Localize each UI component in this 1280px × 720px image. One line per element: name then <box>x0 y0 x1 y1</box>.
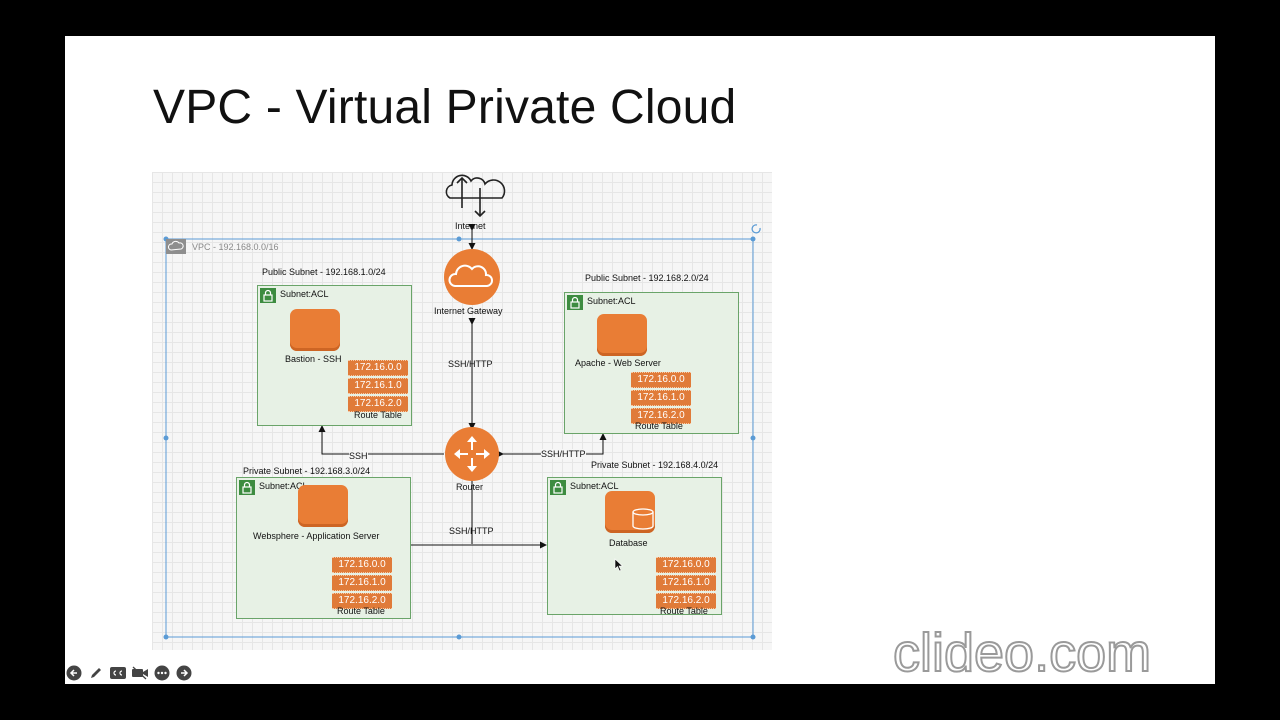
diagram-canvas: Internet VPC - 192.168.0.0/16 Internet G… <box>152 172 772 650</box>
subnet-title: Public Subnet - 192.168.2.0/24 <box>585 273 709 283</box>
route-entry: 172.16.1.0 <box>656 575 716 591</box>
slide-title: VPC - Virtual Private Cloud <box>153 81 737 134</box>
lock-icon <box>550 480 566 495</box>
lock-icon <box>567 295 583 310</box>
internet-cloud-icon <box>445 174 506 218</box>
route-entry: 172.16.1.0 <box>348 378 408 394</box>
subnet-private-4: Subnet:ACL Database 172.16.0.0 172.16.1.… <box>547 477 722 616</box>
route-table-label: Route Table <box>635 421 683 431</box>
ec2-instance-icon <box>597 314 647 356</box>
route-table: 172.16.0.0 172.16.1.0 172.16.2.0 <box>332 557 392 611</box>
internet-gateway-icon <box>444 249 500 305</box>
route-table-label: Route Table <box>660 606 708 616</box>
lock-icon <box>239 480 255 495</box>
subnet-private-3: Subnet:ACL Websphere - Application Serve… <box>236 477 411 619</box>
route-entry: 172.16.1.0 <box>631 390 691 406</box>
route-table-label: Route Table <box>354 410 402 420</box>
more-icon[interactable] <box>153 664 171 682</box>
internet-label: Internet <box>455 221 486 231</box>
pen-icon[interactable] <box>87 664 105 682</box>
instance-label: Bastion - SSH <box>285 354 342 364</box>
subnet-acl-label: Subnet:ACL <box>587 296 636 306</box>
instance-label: Apache - Web Server <box>575 358 661 368</box>
route-table-label: Route Table <box>337 606 385 616</box>
route-entry: 172.16.0.0 <box>631 372 691 388</box>
subnet-public-1: Subnet:ACL Bastion - SSH 172.16.0.0 172.… <box>257 285 412 426</box>
route-table: 172.16.0.0 172.16.1.0 172.16.2.0 <box>348 360 408 414</box>
edge-label-ssh: SSH <box>349 451 368 461</box>
video-off-icon[interactable] <box>131 664 149 682</box>
igw-label: Internet Gateway <box>434 306 503 316</box>
subnet-acl-label: Subnet:ACL <box>259 481 308 491</box>
edge-label-igw-router: SSH/HTTP <box>448 359 493 369</box>
forward-icon[interactable] <box>175 664 193 682</box>
subnet-acl-label: Subnet:ACL <box>280 289 329 299</box>
route-entry: 172.16.0.0 <box>332 557 392 573</box>
router-icon <box>445 427 499 481</box>
subnet-public-2: Subnet:ACL Apache - Web Server 172.16.0.… <box>564 292 739 434</box>
back-icon[interactable] <box>65 664 83 682</box>
route-entry: 172.16.2.0 <box>332 593 392 609</box>
mouse-cursor-icon <box>614 558 624 572</box>
route-entry: 172.16.0.0 <box>348 360 408 376</box>
router-label: Router <box>456 482 484 492</box>
edge-label-app-db: SSH/HTTP <box>449 526 494 536</box>
subnet-title: Public Subnet - 192.168.1.0/24 <box>262 267 386 277</box>
instance-label: Database <box>609 538 648 548</box>
ec2-instance-icon <box>290 309 340 351</box>
vpc-label: VPC - 192.168.0.0/16 <box>192 242 279 252</box>
database-icon <box>605 491 655 533</box>
route-table: 172.16.0.0 172.16.1.0 172.16.2.0 <box>631 372 691 426</box>
presentation-toolbar <box>65 664 193 682</box>
instance-label: Websphere - Application Server <box>253 531 380 541</box>
subnet-title: Private Subnet - 192.168.4.0/24 <box>591 460 719 470</box>
route-entry: 172.16.1.0 <box>332 575 392 591</box>
edge-label-apache: SSH/HTTP <box>541 449 586 459</box>
route-entry: 172.16.2.0 <box>631 408 691 424</box>
route-entry: 172.16.2.0 <box>348 396 408 412</box>
route-entry: 172.16.2.0 <box>656 593 716 609</box>
ec2-instance-icon <box>298 485 348 527</box>
watermark: clideo.com <box>892 622 1152 684</box>
subnet-acl-label: Subnet:ACL <box>570 481 619 491</box>
diagram-lines <box>163 174 761 640</box>
route-table: 172.16.0.0 172.16.1.0 172.16.2.0 <box>656 557 716 611</box>
captions-icon[interactable] <box>109 664 127 682</box>
subnet-title: Private Subnet - 192.168.3.0/24 <box>243 466 371 476</box>
route-entry: 172.16.0.0 <box>656 557 716 573</box>
lock-icon <box>260 288 276 303</box>
